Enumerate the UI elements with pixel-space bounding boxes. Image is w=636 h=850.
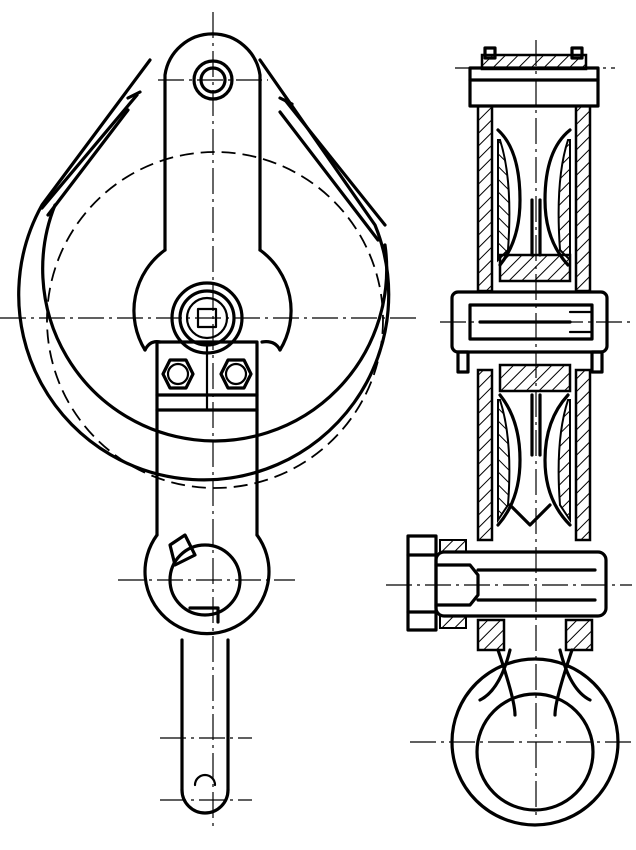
side-centerlines: [386, 40, 632, 815]
lower-pin: [406, 534, 608, 632]
bolt-head-right: [219, 358, 253, 390]
sheave-hidden-outline: [46, 151, 384, 489]
lower-ring: [450, 648, 620, 827]
top-crossbar: [468, 46, 600, 108]
lower-sheave-section: [496, 363, 572, 527]
lower-clamp-plates: [476, 618, 594, 652]
front-view: [0, 12, 420, 830]
lower-eye: [143, 533, 271, 636]
sheave-cheek-plate: [17, 58, 391, 482]
front-centerlines: [0, 12, 420, 830]
clamp-block: [155, 340, 259, 412]
middle-axle: [450, 290, 609, 374]
hook-shank: [180, 638, 230, 815]
lower-strap: [155, 408, 259, 537]
side-section-view: [386, 40, 632, 827]
upper-sheave-section: [496, 128, 572, 283]
bolt-head-left: [161, 358, 195, 390]
